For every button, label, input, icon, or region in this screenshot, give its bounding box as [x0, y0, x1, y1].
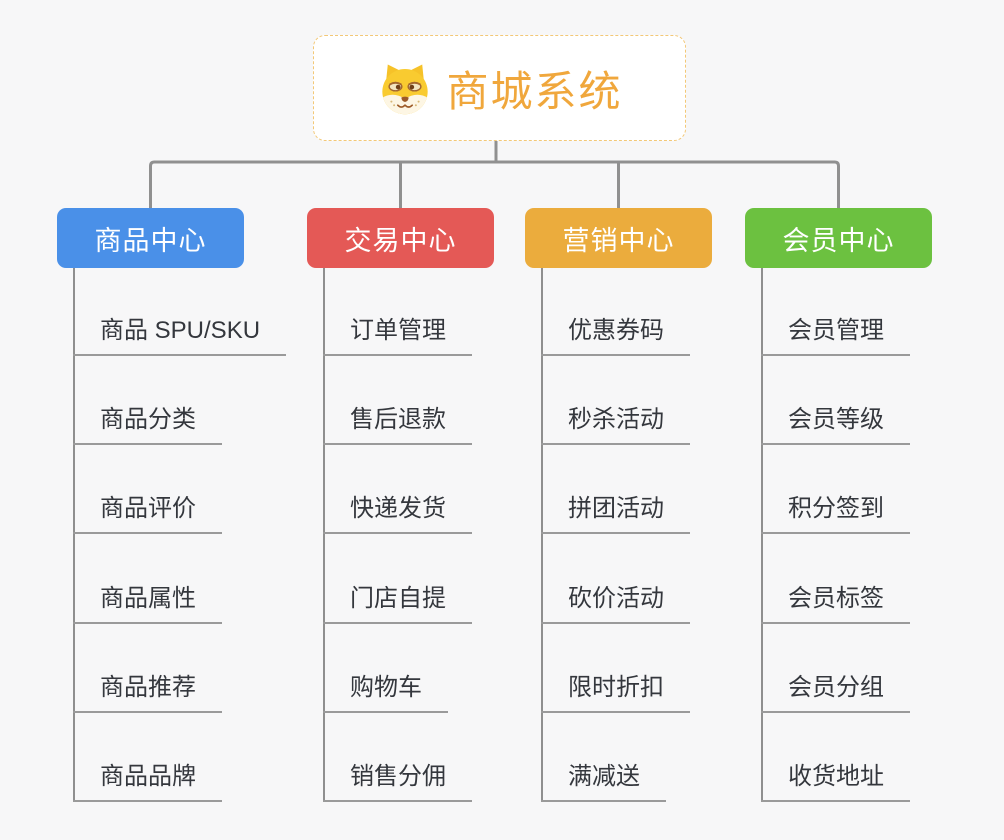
- leaf-topic[interactable]: 积分签到: [761, 494, 910, 534]
- leaf-topic[interactable]: 收货地址: [761, 762, 910, 802]
- leaf-topic[interactable]: 商品分类: [73, 405, 222, 445]
- branch-node-trade[interactable]: 交易中心: [307, 208, 494, 268]
- shiba-dog-face-icon: [376, 59, 434, 117]
- leaf-topic[interactable]: 商品品牌: [73, 762, 222, 802]
- leaf-topic[interactable]: 商品 SPU/SKU: [73, 316, 287, 356]
- leaf-topic[interactable]: 限时折扣: [541, 673, 690, 713]
- leaf-topic[interactable]: 优惠券码: [541, 316, 690, 356]
- leaf-topic[interactable]: 会员标签: [761, 584, 910, 624]
- root-title: 商城系统: [446, 67, 623, 115]
- branch-node-marketing[interactable]: 营销中心: [525, 208, 712, 268]
- leaf-topic[interactable]: 会员管理: [761, 316, 910, 356]
- branch-line: [541, 268, 543, 802]
- branch-line: [323, 268, 325, 802]
- leaf-topic[interactable]: 砍价活动: [541, 584, 690, 624]
- leaf-topic[interactable]: 销售分佣: [323, 762, 472, 802]
- leaf-topic[interactable]: 商品属性: [73, 584, 222, 624]
- leaf-topic[interactable]: 商品推荐: [73, 673, 222, 713]
- leaf-topic[interactable]: 快递发货: [323, 494, 472, 534]
- branch-node-products[interactable]: 商品中心: [57, 208, 244, 268]
- leaf-topic[interactable]: 订单管理: [323, 316, 472, 356]
- leaf-topic[interactable]: 购物车: [323, 673, 448, 713]
- leaf-topic[interactable]: 秒杀活动: [541, 405, 690, 445]
- leaf-topic[interactable]: 会员分组: [761, 673, 910, 713]
- branch-line: [761, 268, 763, 802]
- leaf-topic[interactable]: 商品评价: [73, 494, 222, 534]
- leaf-topic[interactable]: 门店自提: [323, 584, 472, 624]
- leaf-topic[interactable]: 满减送: [541, 762, 666, 802]
- leaf-topic[interactable]: 售后退款: [323, 405, 472, 445]
- leaf-topic[interactable]: 会员等级: [761, 405, 910, 445]
- branch-node-members[interactable]: 会员中心: [745, 208, 932, 268]
- leaf-topic[interactable]: 拼团活动: [541, 494, 690, 534]
- branch-line: [73, 268, 75, 802]
- root-node[interactable]: 商城系统: [313, 35, 686, 141]
